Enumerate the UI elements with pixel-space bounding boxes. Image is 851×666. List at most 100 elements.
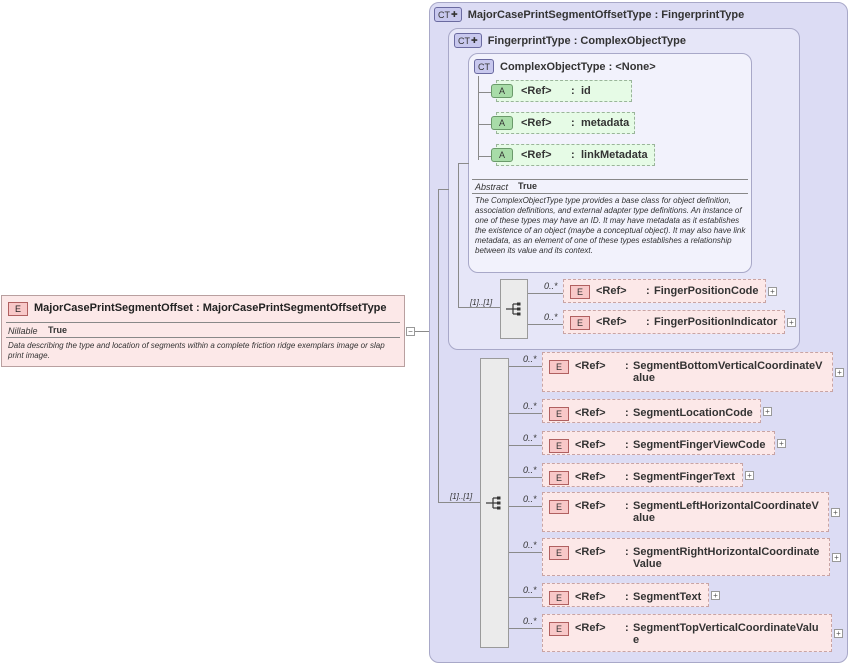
element-ref: <Ref>: [575, 360, 606, 372]
expand-icon[interactable]: +: [711, 591, 720, 600]
occurrence-label: 0..*: [523, 494, 537, 504]
root-element-type: MajorCasePrintSegmentOffsetType: [202, 302, 387, 314]
expand-icon[interactable]: +: [835, 368, 844, 377]
connector: [528, 293, 564, 294]
element-badge-icon: E: [549, 471, 569, 485]
sequence-cardinality: [1]..[1]: [470, 298, 493, 307]
connector: [509, 628, 542, 629]
root-element-title: MajorCasePrintSegmentOffset : MajorCaseP…: [34, 302, 387, 314]
connector: [478, 156, 492, 157]
expand-icon[interactable]: +: [787, 318, 796, 327]
element-segmentfingertext[interactable]: E <Ref>: SegmentFingerText: [542, 463, 743, 487]
attribute-badge-icon: A: [491, 84, 513, 98]
ct-outer-base: FingerprintType: [661, 8, 745, 21]
connector: [509, 477, 542, 478]
sequence-compositor[interactable]: [500, 279, 528, 339]
separator: :: [625, 622, 629, 634]
ct-inner-documentation: The ComplexObjectType type provides a ba…: [475, 196, 746, 255]
occurrence-label: 0..*: [523, 616, 537, 626]
element-name: SegmentLeftHorizontalCoordinateV: [633, 500, 819, 512]
separator: :: [625, 407, 629, 419]
element-name: SegmentFingerText: [633, 471, 735, 483]
element-ref: <Ref>: [575, 471, 606, 483]
element-badge-icon: E: [549, 407, 569, 421]
separator: :: [625, 546, 629, 558]
connector: [509, 366, 542, 367]
element-badge-icon: E: [549, 439, 569, 453]
element-ref: <Ref>: [575, 546, 606, 558]
attribute-linkmetadata[interactable]: A <Ref> : linkMetadata: [491, 144, 655, 166]
element-fingerpositioncode[interactable]: E <Ref> : FingerPositionCode: [563, 279, 766, 303]
expand-icon[interactable]: +: [831, 508, 840, 517]
element-ref: <Ref>: [575, 500, 606, 512]
element-name: alue: [633, 512, 656, 524]
element-badge-icon: E: [549, 591, 569, 605]
attribute-id[interactable]: A <Ref> : id: [491, 80, 632, 102]
element-segmentlocationcode[interactable]: E<Ref>:SegmentLocationCode: [542, 399, 761, 423]
divider: [6, 337, 400, 338]
connector: [509, 597, 542, 598]
connector: [458, 163, 459, 308]
expand-icon[interactable]: +: [745, 471, 754, 480]
separator: :: [625, 591, 629, 603]
sequence-compositor[interactable]: [480, 358, 509, 648]
element-name: Value: [633, 558, 662, 570]
ct-inner-header: CT ComplexObjectType : <None>: [474, 59, 656, 74]
separator: :: [625, 439, 629, 451]
separator: :: [625, 360, 629, 372]
element-segmentfingerviewcode[interactable]: E<Ref>:SegmentFingerViewCode: [542, 431, 775, 455]
ct-outer-header: CT✚ MajorCasePrintSegmentOffsetType : Fi…: [434, 7, 744, 22]
sequence-icon: [506, 302, 521, 316]
separator: :: [625, 471, 629, 483]
connector: [509, 506, 542, 507]
element-name: e: [633, 634, 640, 646]
occurrence-label: 0..*: [544, 312, 558, 322]
connector: [509, 552, 542, 553]
element-name: alue: [633, 372, 656, 384]
ct-mid-name: FingerprintType: [487, 34, 571, 47]
element-ref: <Ref>: [575, 591, 606, 603]
element-badge-icon: E: [549, 622, 569, 636]
root-element-box[interactable]: E MajorCasePrintSegmentOffset : MajorCas…: [1, 295, 405, 367]
connector: [509, 413, 542, 414]
expand-icon[interactable]: +: [834, 629, 843, 638]
element-name: SegmentBottomVerticalCoordinateV: [633, 360, 823, 372]
expand-icon[interactable]: +: [832, 553, 841, 562]
element-badge: E: [8, 302, 28, 316]
connector: [478, 92, 492, 93]
nillable-label: Nillable: [8, 326, 38, 336]
separator: :: [625, 500, 629, 512]
connector: [415, 331, 430, 332]
collapse-toggle-icon[interactable]: −: [406, 327, 415, 336]
attribute-badge-icon: A: [491, 148, 513, 162]
element-badge-icon: E: [549, 500, 569, 514]
expand-icon[interactable]: +: [777, 439, 786, 448]
attribute-metadata[interactable]: A <Ref> : metadata: [491, 112, 635, 134]
expand-icon[interactable]: +: [768, 287, 777, 296]
element-name: SegmentText: [633, 591, 702, 603]
element-segmenttext[interactable]: E <Ref>: SegmentText: [542, 583, 709, 607]
expand-icon[interactable]: +: [763, 407, 772, 416]
connector: [509, 445, 542, 446]
element-ref: <Ref>: [575, 407, 606, 419]
connector: [438, 189, 449, 190]
abstract-value: True: [518, 181, 538, 191]
divider: [472, 193, 748, 194]
ct-mid-base: ComplexObjectType: [580, 34, 686, 47]
element-ref: <Ref>: [575, 622, 606, 634]
complex-type-badge-icon: CT: [474, 59, 494, 74]
occurrence-label: 0..*: [523, 354, 537, 364]
ct-outer-name: MajorCasePrintSegmentOffsetType: [467, 8, 652, 21]
element-name: SegmentRightHorizontalCoordinate: [633, 546, 820, 558]
root-documentation: Data describing the type and location of…: [8, 341, 385, 360]
complex-type-badge-icon: CT✚: [434, 7, 462, 22]
root-element-name: MajorCasePrintSegmentOffset: [34, 302, 193, 314]
connector: [478, 76, 479, 160]
ct-inner-name: ComplexObjectType: [500, 60, 606, 73]
element-fingerpositionindicator[interactable]: E <Ref> : FingerPositionIndicator: [563, 310, 785, 334]
ct-inner-base: <None>: [615, 60, 656, 73]
